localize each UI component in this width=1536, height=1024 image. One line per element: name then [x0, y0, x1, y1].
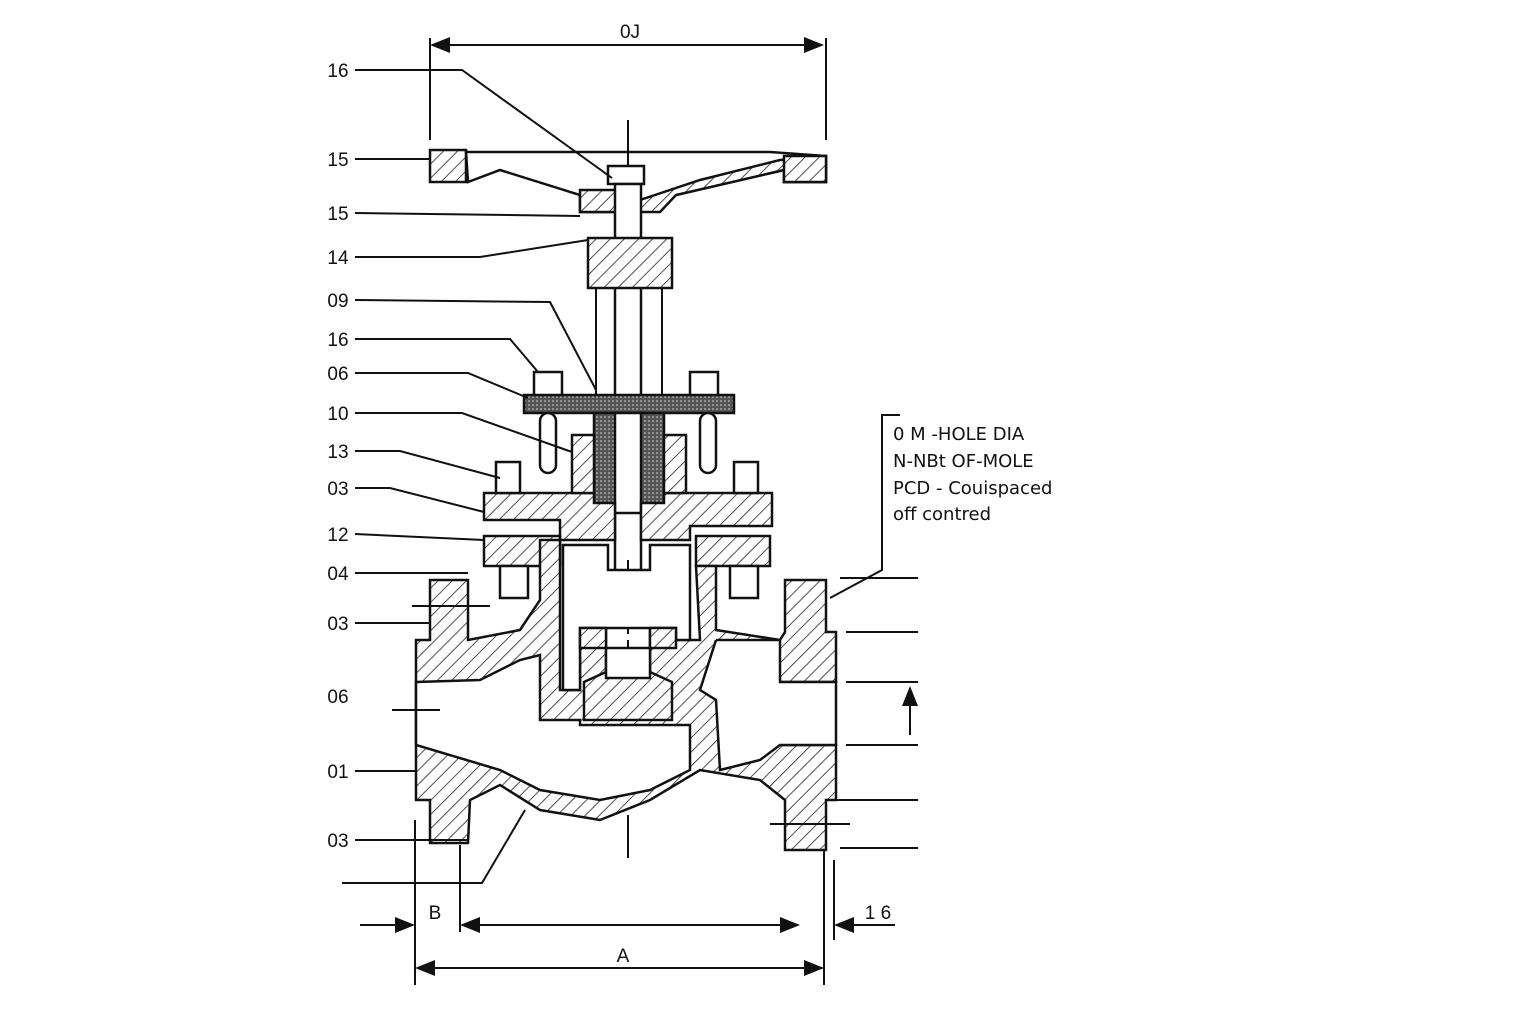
body-waterway-left: [414, 653, 692, 802]
part-label: 04: [327, 564, 349, 585]
part-label: 03: [327, 614, 348, 635]
yoke-nut: [586, 236, 674, 290]
part-label: 06: [327, 687, 348, 708]
part-label: 14: [327, 248, 349, 269]
part-label: 16: [327, 330, 348, 351]
note-line-1: 0 M -HOLE DIA: [893, 424, 1025, 445]
note-line-4: off contred: [893, 504, 991, 525]
body-flange-right: [694, 534, 772, 568]
part-label: 16: [327, 61, 348, 82]
part-label: 01: [327, 762, 348, 783]
body-waterway-right: [698, 638, 838, 772]
dimension-label-a: A: [617, 946, 630, 967]
flange-reference-lines: [392, 577, 918, 849]
part-label: 15: [327, 150, 348, 171]
part-label: 03: [327, 831, 348, 852]
dimension-label-oj: 0J: [620, 22, 640, 43]
note-line-2: N-NBt OF-MOLE: [893, 451, 1034, 472]
flange-note: 0 M -HOLE DIA N-NBt OF-MOLE PCD - Couisp…: [893, 424, 1052, 525]
note-line-3: PCD - Couispaced: [893, 478, 1052, 499]
part-label: 10: [327, 404, 348, 425]
dimension-label-b: B: [429, 903, 442, 924]
part-label: 09: [327, 291, 348, 312]
bonnet: [482, 491, 774, 542]
dimension-label-16: 1 6: [865, 903, 891, 924]
handwheel-diameter-dimension: 0J: [429, 22, 827, 140]
gland-flange: [522, 393, 736, 415]
part-label: 15: [327, 204, 348, 225]
bottom-dimensions: B A 1 6: [342, 809, 895, 985]
part-label: 06: [327, 364, 348, 385]
part-label: 13: [327, 442, 348, 463]
part-labels: 16 15 15 14 09 16 06 10 13 03 12 04 03 0…: [327, 61, 613, 852]
part-label: 03: [327, 479, 348, 500]
part-label: 12: [327, 525, 348, 546]
